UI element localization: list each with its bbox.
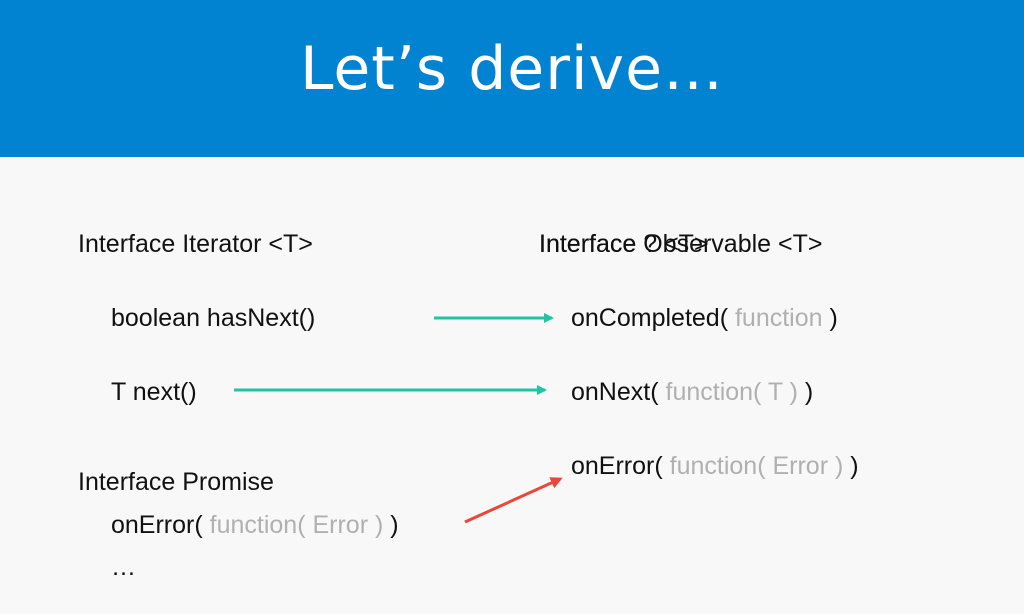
promise-on-error-close: ) <box>390 511 399 539</box>
unknown-interface-header: Interface ? <T> <box>539 230 709 258</box>
on-completed-name: onCompleted( <box>571 304 729 332</box>
on-error-close: ) <box>850 452 859 480</box>
observable-interface-header: Interface Observable <T> <box>539 230 823 258</box>
title-banner: Let’s derive… <box>0 0 1024 157</box>
on-next-method: onNext( function( T ) ) <box>571 377 813 407</box>
iterator-interface-header: Interface Iterator <T> <box>78 230 313 258</box>
promise-on-error-name: onError( <box>111 511 203 539</box>
promise-ellipsis: … <box>111 553 136 581</box>
promise-on-error-argument: function( Error ) <box>202 511 391 539</box>
promise-interface-header: Interface Promise <box>78 468 274 496</box>
on-next-argument: function( T ) <box>658 378 805 406</box>
promise-on-error-method: onError( function( Error ) ) <box>111 510 399 540</box>
on-error-argument: function( Error ) <box>662 452 851 480</box>
on-error-method: onError( function( Error ) ) <box>571 451 859 481</box>
on-completed-close: ) <box>829 304 838 332</box>
slide-title: Let’s derive… <box>300 34 724 104</box>
on-next-close: ) <box>804 378 814 406</box>
on-next-name: onNext( <box>571 378 659 406</box>
has-next-method: boolean hasNext() <box>111 304 316 332</box>
next-method: T next() <box>111 378 197 406</box>
promise-error-to-on-error-arrow <box>464 477 563 524</box>
on-completed-method: onCompleted( function ) <box>571 303 838 333</box>
on-error-name: onError( <box>571 452 663 480</box>
on-completed-argument: function <box>728 304 830 332</box>
